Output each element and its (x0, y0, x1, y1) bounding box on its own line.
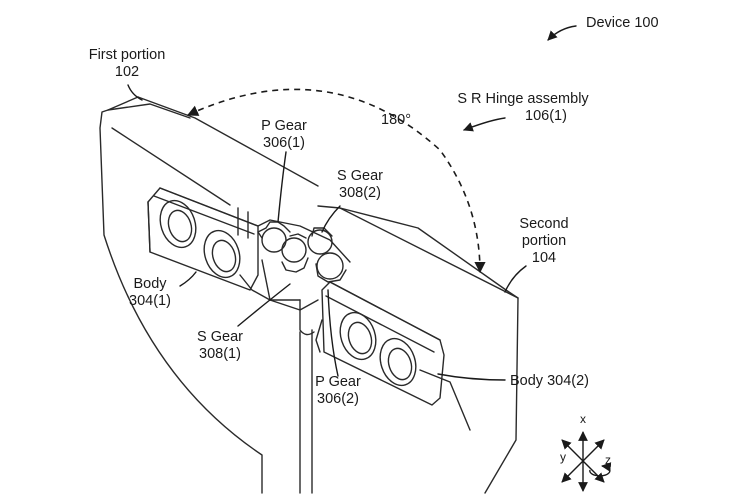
leader-body-left (179, 271, 197, 287)
body-left-line1: Body (133, 276, 167, 292)
second-portion-label: Second portion 104 (508, 216, 580, 267)
body-right (315, 281, 445, 406)
leader-first-portion (127, 84, 143, 101)
hinge-line2: 106(1) (525, 108, 567, 124)
s-gear-top-line1: S Gear (337, 168, 383, 184)
axis-z-label: z (605, 453, 611, 467)
body-left-label: Body 304(1) (118, 276, 182, 310)
leader-body-right (437, 373, 506, 381)
device-label: Device 100 (586, 15, 659, 31)
axis-triad (561, 431, 612, 492)
hinge-line1: S R Hinge assembly (457, 91, 589, 107)
leader-second-portion (504, 265, 527, 293)
second-portion-line3: 104 (531, 250, 557, 266)
hinge-gears (257, 219, 351, 336)
angle-label: 180° (381, 112, 411, 128)
body-right-label: Body 304(2) (510, 373, 589, 389)
leader-p-gear-bottom (327, 289, 339, 377)
leader-device (547, 25, 577, 41)
hinge-label: S R Hinge assembly 106(1) (448, 91, 598, 125)
first-portion-line1: First portion (88, 47, 166, 63)
rotation-arc (186, 88, 486, 274)
p-gear-top-line1: P Gear (261, 118, 307, 134)
s-gear-bottom-line2: 308(1) (199, 346, 241, 362)
p-gear-top-label: P Gear 306(1) (252, 118, 316, 152)
axis-x-label: x (580, 412, 586, 426)
leader-hinge (463, 117, 506, 132)
p-gear-bottom-line2: 306(2) (317, 391, 359, 407)
first-portion-label: First portion 102 (72, 47, 182, 81)
leader-s-gear-top (321, 205, 341, 233)
s-gear-top-line2: 308(2) (339, 185, 381, 201)
s-gear-bottom-label: S Gear 308(1) (188, 329, 252, 363)
second-portion-line1: Second (519, 216, 569, 232)
p-gear-bottom-line1: P Gear (315, 374, 361, 390)
p-gear-bottom-label: P Gear 306(2) (306, 374, 370, 408)
first-portion-line2: 102 (114, 64, 140, 80)
leader-s-gear-bottom (237, 283, 291, 327)
s-gear-bottom-line1: S Gear (197, 329, 243, 345)
second-portion-line2: portion (521, 233, 567, 249)
s-gear-top-label: S Gear 308(2) (328, 168, 392, 202)
leader-p-gear-top (277, 151, 287, 223)
body-left-line2: 304(1) (129, 293, 171, 309)
p-gear-top-line2: 306(1) (263, 135, 305, 151)
axis-y-label: y (560, 450, 566, 464)
